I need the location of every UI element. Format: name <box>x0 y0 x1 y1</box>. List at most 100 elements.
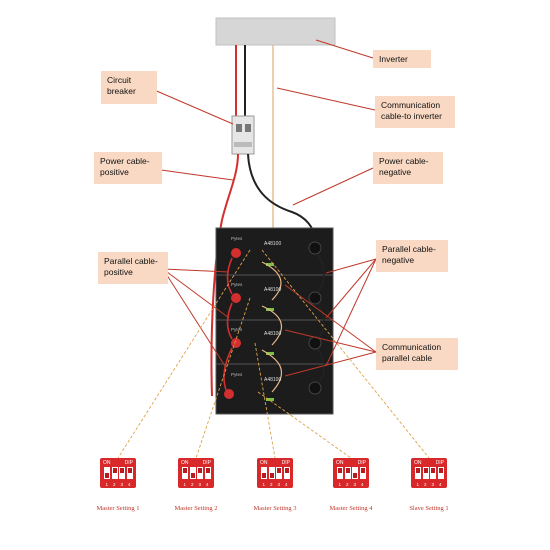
dip-toggle-knob <box>338 473 342 478</box>
dip-toggle-2 <box>344 467 351 479</box>
leader-parallel-pos-1 <box>162 268 230 273</box>
callout-inverter: Inverter <box>373 50 431 68</box>
dip-type-label: DIP <box>124 460 133 466</box>
dip-toggle-1 <box>261 467 267 479</box>
callout-power-positive: Power cable- positive <box>94 152 162 184</box>
dip-position-number: 1 <box>416 482 419 487</box>
leader-comm-parallel-1 <box>284 284 377 353</box>
positive-terminal-4 <box>224 389 234 399</box>
dip-line-3 <box>254 342 276 459</box>
battery-stack <box>215 227 334 415</box>
battery-model-2: A48100 <box>264 287 282 293</box>
dip-type-label: DIP <box>357 460 366 466</box>
dip-position-number: 1 <box>105 482 108 487</box>
dip-caption-5: Slave Setting 1 <box>409 505 449 512</box>
dip-switch-header: ON DIP <box>260 460 290 466</box>
dip-type-label: DIP <box>435 460 444 466</box>
dip-position-number: 4 <box>284 482 288 487</box>
leader-power-negative <box>292 167 374 206</box>
dip-toggle-2 <box>422 467 429 479</box>
dip-toggle-knob <box>423 473 428 478</box>
dip-position-number: 1 <box>262 482 265 487</box>
dip-position-number: 4 <box>205 482 209 487</box>
dip-toggle-knob <box>190 468 195 473</box>
dip-toggle-knob <box>345 473 350 478</box>
callout-parallel-positive: Parallel cable- positive <box>98 252 168 284</box>
status-led-3 <box>266 352 274 355</box>
dip-toggle-knob <box>360 473 365 478</box>
dip-toggle-knob <box>183 473 187 478</box>
battery-brand-4: Pytes <box>231 372 243 377</box>
callout-comm-parallel: Communication parallel cable <box>376 338 458 370</box>
callout-parallel-negative: Parallel cable- negative <box>376 240 448 272</box>
dip-line-5 <box>261 249 430 459</box>
dip-line-2 <box>195 297 251 459</box>
positive-terminal-1 <box>231 248 241 258</box>
leader-comm-parallel-2 <box>284 329 377 353</box>
dip-toggle-4 <box>359 467 366 479</box>
dip-toggle-4 <box>437 467 444 479</box>
dip-toggle-4 <box>204 467 211 479</box>
dip-line-4 <box>257 391 352 459</box>
dip-toggle-2 <box>189 467 196 479</box>
callout-circuit-breaker: Circuit breaker <box>101 71 157 104</box>
dip-position-number: 4 <box>360 482 364 487</box>
leader-circuit-breaker <box>151 88 234 125</box>
leader-comm-parallel-3 <box>284 351 377 377</box>
battery-model-4: A48100 <box>264 377 282 383</box>
dip-toggle-3 <box>119 467 125 479</box>
negative-terminal-4 <box>308 381 322 395</box>
dip-toggle-knob <box>277 473 281 478</box>
circuit-breaker <box>231 115 255 155</box>
dip-toggle-1 <box>337 467 343 479</box>
comm-parallel-cable-1 <box>261 261 282 301</box>
dip-on-label: ON <box>260 460 268 466</box>
battery-brand-1: Pytes <box>231 236 243 241</box>
leader-parallel-neg-3 <box>325 258 377 367</box>
dip-position-number: 2 <box>423 482 427 487</box>
negative-terminal-1 <box>308 241 322 255</box>
dip-toggle-1 <box>104 467 110 479</box>
negative-terminal-3 <box>308 336 322 350</box>
negative-power-cable <box>247 153 316 239</box>
dip-toggle-knob <box>205 473 210 478</box>
dip-toggle-knob <box>198 473 202 478</box>
battery-model-3: A48100 <box>264 331 282 337</box>
dip-position-number: 3 <box>120 482 123 487</box>
callout-power-negative: Power cable- negative <box>373 152 443 184</box>
dip-position-number: 2 <box>345 482 349 487</box>
battery-brand-2: Pytes <box>231 282 243 287</box>
leader-parallel-pos-3 <box>162 268 226 367</box>
dip-toggle-1 <box>415 467 421 479</box>
dip-on-label: ON <box>181 460 189 466</box>
dip-position-number: 2 <box>190 482 194 487</box>
dip-toggle-knob <box>105 468 109 473</box>
dip-toggle-2 <box>111 467 118 479</box>
dip-toggle-3 <box>276 467 282 479</box>
leader-parallel-neg-1 <box>325 258 377 274</box>
dip-caption-4: Master Setting 4 <box>329 505 373 512</box>
parallel-negative-cable-3 <box>317 348 325 384</box>
dip-position-number: 3 <box>277 482 280 487</box>
dip-on-label: ON <box>336 460 344 466</box>
dip-toggle-knob <box>284 473 289 478</box>
dip-position-number: 4 <box>438 482 442 487</box>
leader-power-positive <box>160 169 234 181</box>
dip-toggle-3 <box>430 467 436 479</box>
dip-caption-2: Master Setting 2 <box>174 505 218 512</box>
leader-inverter <box>315 39 374 59</box>
dip-position-number: 2 <box>269 482 273 487</box>
status-led-1 <box>266 263 274 266</box>
dip-toggle-1 <box>182 467 188 479</box>
callout-comm-cable-inverter: Communication cable-to inverter <box>375 96 455 128</box>
dip-toggle-3 <box>352 467 358 479</box>
dip-type-label: DIP <box>281 460 290 466</box>
